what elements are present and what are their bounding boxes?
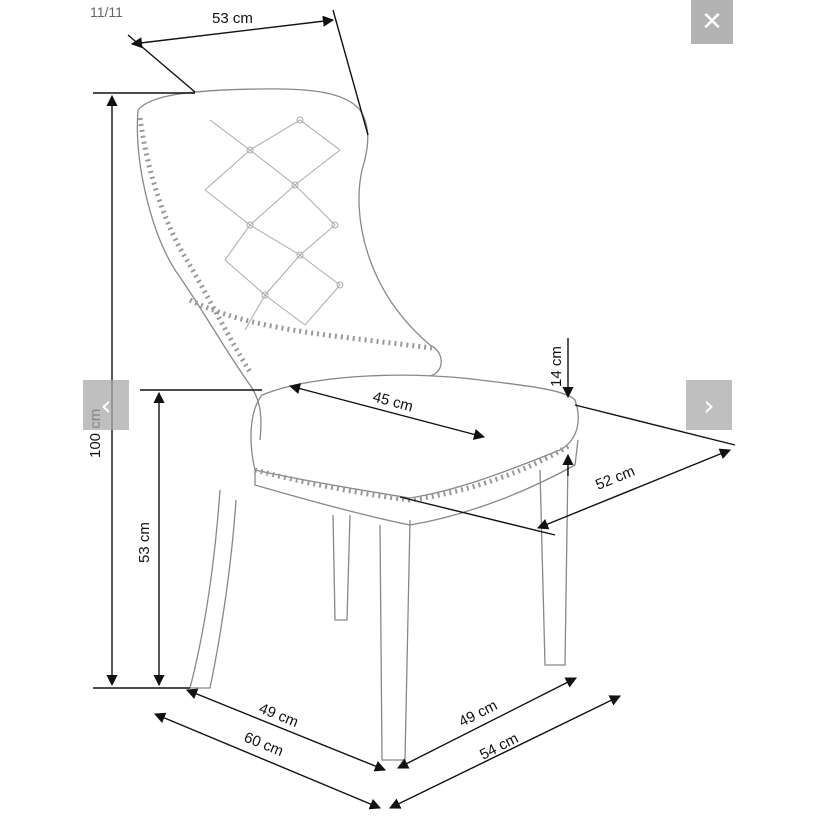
dimension-lines [93, 9, 736, 810]
label-back-width: 53 cm [212, 10, 253, 27]
chevron-left-icon: ‹ [100, 388, 112, 422]
chair-sketch [136, 88, 579, 761]
close-button[interactable]: ✕ [691, 0, 733, 44]
label-seat-height: 53 cm [136, 522, 153, 563]
label-armrest-height: 14 cm [548, 346, 565, 387]
label-seat-width: 52 cm [593, 463, 637, 494]
label-seat-depth: 45 cm [371, 388, 415, 415]
close-icon: ✕ [701, 7, 723, 37]
label-overall-depth: 60 cm [242, 729, 286, 760]
next-image-button[interactable]: › [686, 380, 732, 430]
label-overall-width: 54 cm [477, 730, 521, 764]
label-leg-width: 49 cm [456, 697, 500, 731]
chevron-right-icon: › [703, 388, 715, 422]
previous-image-button[interactable]: ‹ [83, 380, 129, 430]
image-counter: 11/11 [90, 4, 123, 20]
